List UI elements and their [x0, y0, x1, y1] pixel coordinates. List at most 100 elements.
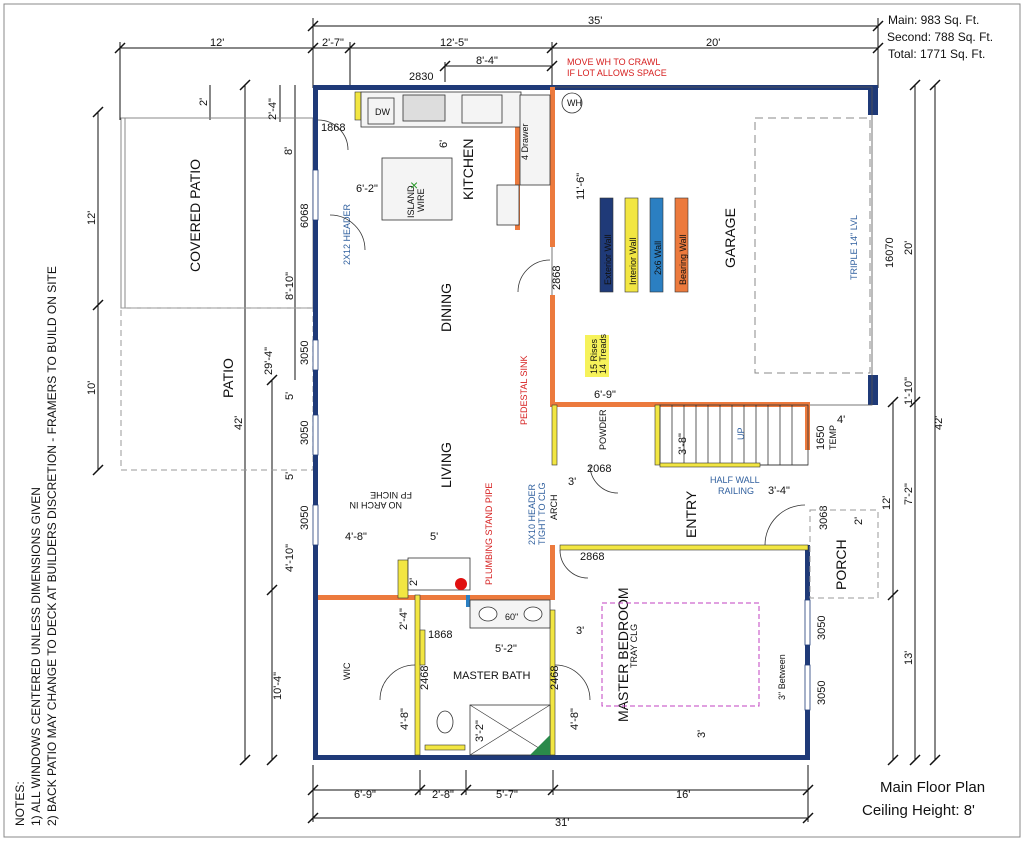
note-move-wh-2: IF LOT ALLOWS SPACE	[567, 68, 667, 78]
interior-wall-bedroom-top	[559, 544, 809, 551]
label-island-2: WIRE	[416, 189, 426, 213]
tray-ceiling	[601, 602, 760, 707]
bearing-wall-kitchen-cab	[515, 95, 520, 230]
label-2x10-header-1: 2X10 HEADER	[527, 483, 537, 545]
dim-left-29-4: 29'-4"	[263, 347, 275, 375]
label-pedestal-sink: PEDESTAL SINK	[519, 355, 529, 425]
interior-wall-powder-left	[551, 404, 558, 466]
label-temp: TEMP	[828, 425, 838, 450]
label-half-wall-2: RAILING	[718, 486, 754, 496]
room-covered-patio: COVERED PATIO	[187, 159, 203, 272]
title-main-floor-plan: Main Floor Plan	[880, 779, 985, 796]
exterior-wall-right-lower	[805, 545, 810, 760]
dim-4-8: 4'-8"	[345, 531, 367, 543]
dim-bot-5-7: 5'-7"	[496, 789, 518, 801]
dim-right-13: 13'	[903, 651, 915, 665]
room-powder: POWDER	[598, 409, 608, 450]
bearing-wall-garage-bottom	[550, 402, 808, 407]
dim-bot-2-8: 2'-8"	[432, 789, 454, 801]
dim-right-20: 20'	[903, 241, 915, 255]
dim-left-2-4: 2'-4"	[267, 98, 279, 120]
interior-wall-fireplace	[397, 559, 409, 599]
bearing-wall-porch	[805, 402, 810, 450]
label-wh: WH	[567, 98, 582, 108]
kitchen-island	[381, 157, 453, 221]
dim-right-12: 12'	[881, 496, 893, 510]
dim-right-42: 42'	[933, 416, 945, 430]
bearing-wall-center	[550, 545, 555, 600]
dim-window-2068: 2068	[587, 463, 611, 475]
bearing-wall-living-bottom	[318, 595, 553, 600]
room-porch: PORCH	[833, 539, 849, 590]
shower-seat	[530, 735, 550, 755]
dim-top-12: 12'	[210, 37, 224, 49]
dim-window-3050e: 3050	[816, 681, 828, 705]
label-dw: DW	[375, 107, 390, 117]
bearing-wall-kitchen-garage	[550, 87, 555, 247]
garage-wall-right-bot	[868, 375, 878, 405]
label-arch: ARCH	[549, 494, 559, 520]
legend-swatch-exterior	[599, 197, 614, 293]
dim-3-2: 3'-2"	[474, 720, 486, 742]
dim-left-42: 42'	[233, 416, 245, 430]
dim-window-16070: 16070	[884, 237, 896, 268]
room-master-bath: MASTER BATH	[453, 670, 530, 682]
dim-5: 5'	[430, 531, 438, 543]
room-living: LIVING	[438, 442, 454, 488]
dim-right-1-10: 1'-10"	[903, 377, 915, 405]
kitchen-range	[461, 94, 503, 124]
half-wall-railing	[659, 462, 761, 468]
dim-window-2830: 2830	[409, 71, 433, 83]
label-2x10-header-2: TIGHT TO CLG	[537, 482, 547, 545]
dim-window-3050c: 3050	[299, 506, 311, 530]
dim-5-2: 5'-2"	[495, 643, 517, 655]
label-tray-clg: TRAY CLG	[629, 624, 639, 668]
area-total: Total: 1771 Sq. Ft.	[888, 47, 985, 61]
dishwasher	[367, 97, 395, 125]
dim-3: 3'	[568, 476, 576, 488]
dim-left-8: 8'	[283, 147, 295, 155]
label-2x12-header: 2X12 HEADER	[342, 203, 352, 265]
door-swing-bedroom	[559, 549, 589, 579]
dim-window-3050a: 3050	[299, 341, 311, 365]
dim-window-2468a: 2468	[419, 666, 431, 690]
dim-left-10-4: 10'-4"	[272, 672, 284, 700]
room-patio: PATIO	[220, 358, 236, 398]
room-wic: WIC	[342, 662, 352, 680]
dim-window-1868a: 1868	[321, 122, 345, 134]
dim-4-8c: 4'-8"	[569, 708, 581, 730]
dim-2: 2'	[408, 578, 420, 586]
notes-line2: 2) BACK PATIO MAY CHANGE TO DECK AT BUIL…	[45, 266, 59, 826]
dim-4: 4'	[837, 414, 845, 426]
door-swing-powder	[589, 464, 619, 494]
stairs-note-box	[585, 335, 609, 377]
dim-left-5b: 5'	[284, 472, 296, 480]
kitchen-sink	[402, 94, 446, 122]
door-swing-garage	[517, 259, 551, 293]
dim-window-2468b: 2468	[549, 666, 561, 690]
interior-wall-powder-right	[654, 404, 661, 466]
garage-wall-right-top	[868, 85, 878, 115]
legend-swatch-bearing	[674, 197, 689, 293]
title-ceiling-height: Ceiling Height: 8'	[862, 802, 975, 819]
dim-3-4: 3'-4"	[768, 485, 790, 497]
door-swing-kitchen	[317, 119, 349, 151]
bearing-wall-garage-living	[550, 295, 555, 405]
plumbing-stand-pipe	[455, 578, 467, 590]
porch-outline	[809, 509, 879, 599]
water-heater	[561, 92, 583, 114]
dim-left-12: 12'	[86, 211, 98, 225]
legend-bearing: Bearing Wall	[678, 234, 688, 285]
door-swing-dining	[329, 214, 366, 251]
dim-6: 6'	[438, 140, 450, 148]
dim-window-1868b: 1868	[428, 629, 452, 641]
exterior-wall-bottom	[313, 755, 808, 760]
note-move-wh-1: MOVE WH TO CRAWL	[567, 57, 660, 67]
dim-60: 60"	[505, 612, 518, 622]
dim-window-3050b: 3050	[299, 421, 311, 445]
dim-left-10: 10'	[86, 381, 98, 395]
interior-wall-bath-top	[414, 594, 421, 756]
dim-window-1650: 1650	[815, 426, 827, 450]
dim-bot-16: 16'	[676, 789, 690, 801]
dim-left-5a: 5'	[284, 392, 296, 400]
